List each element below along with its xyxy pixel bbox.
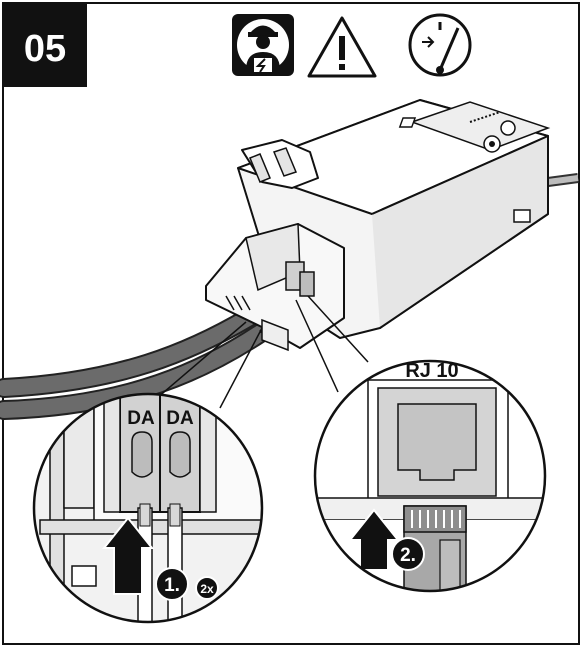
qualified-electrician-icon <box>232 14 294 76</box>
rj10-port-label: RJ 10 <box>405 360 458 382</box>
device-button <box>398 117 417 128</box>
step-number: 05 <box>24 28 66 70</box>
step-number-box: 05 <box>3 3 87 87</box>
detail-rj10-circle: RJ 10 2. <box>313 359 547 593</box>
step-marker-2-text: 2. <box>400 545 416 566</box>
terminal-slot <box>169 431 191 478</box>
terminal-label: DA <box>127 408 155 429</box>
step-marker-1 <box>155 567 189 601</box>
terminal-slot <box>131 431 153 478</box>
multiplier-badge-text: 2x <box>200 582 214 596</box>
cable-pair <box>0 303 281 420</box>
callout-leaders <box>149 295 369 409</box>
switch-off-power-icon <box>408 13 472 77</box>
step-marker-1-text: 1. <box>164 575 180 596</box>
terminal-housing <box>205 139 345 352</box>
step-marker-2 <box>391 537 425 571</box>
outgoing-cable <box>547 173 579 187</box>
insert-arrow-icon <box>101 516 155 595</box>
insert-arrow-icon <box>347 508 401 571</box>
warning-triangle-icon <box>307 16 377 78</box>
terminal-label: DA <box>166 408 194 429</box>
multiplier-badge <box>195 576 219 600</box>
